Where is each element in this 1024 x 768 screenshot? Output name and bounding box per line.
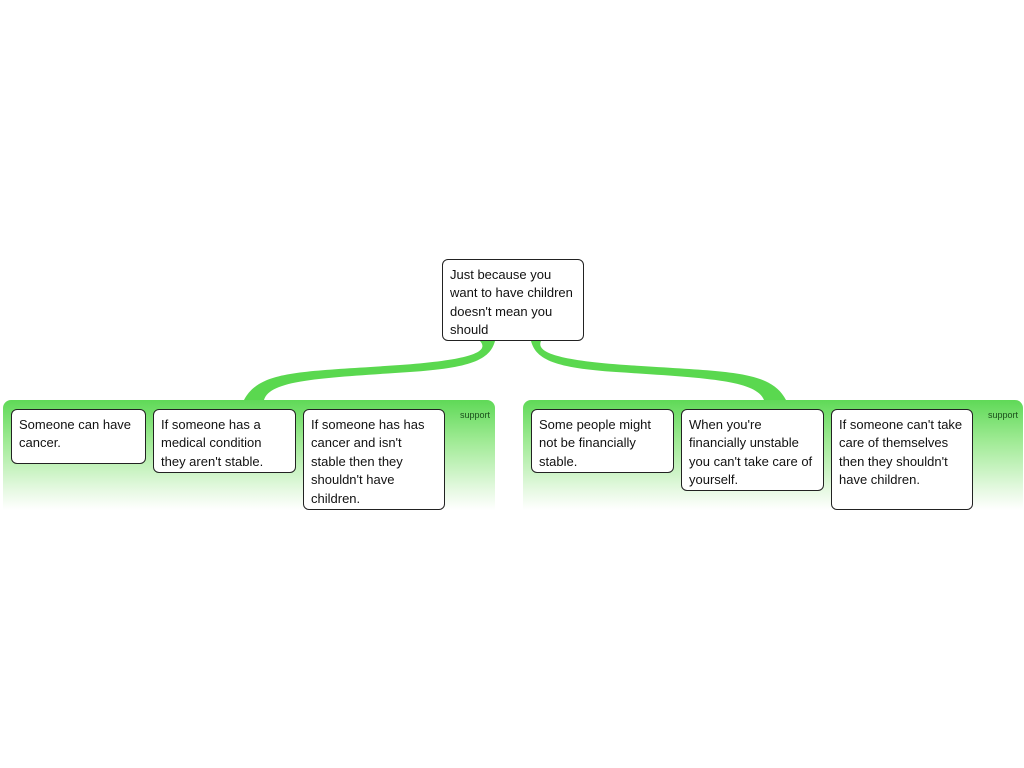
claim-card[interactable]: When you're financially unstable you can…: [681, 409, 824, 491]
connector-right: [531, 341, 786, 400]
connector-left: [244, 341, 495, 400]
claim-card[interactable]: Someone can have cancer.: [11, 409, 146, 464]
group-type-label: support: [459, 410, 490, 420]
claim-card[interactable]: Some people might not be financially sta…: [531, 409, 674, 473]
claim-card[interactable]: If someone has a medical condition they …: [153, 409, 296, 473]
claim-card[interactable]: If someone has has cancer and isn't stab…: [303, 409, 445, 510]
group-type-label: support: [987, 410, 1018, 420]
claim-card[interactable]: If someone can't take care of themselves…: [831, 409, 973, 510]
root-claim[interactable]: Just because you want to have children d…: [442, 259, 584, 341]
